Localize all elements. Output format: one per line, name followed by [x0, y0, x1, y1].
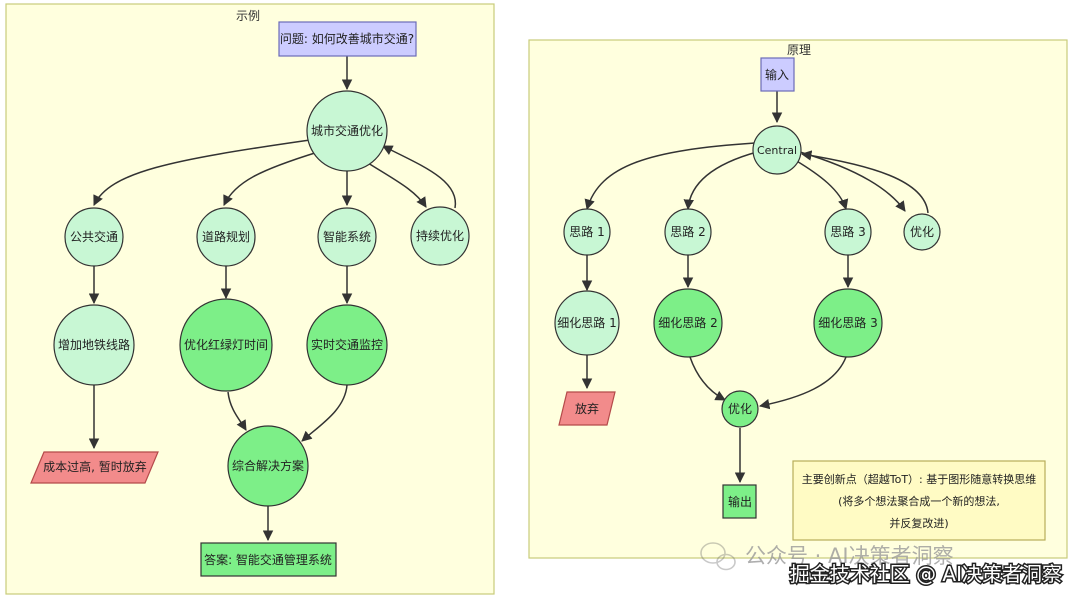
- input-label: 输入: [765, 67, 789, 82]
- node-public-transit: 公共交通: [64, 207, 124, 267]
- left-panel: 示例 问题: 如何改善城市交通? 城市交通优化: [5, 3, 495, 595]
- root-label: 城市交通优化: [311, 123, 383, 138]
- edge-continuous-root: [382, 145, 457, 209]
- node-continuous-opt: 持续优化: [410, 206, 470, 266]
- node-central: Central: [752, 125, 802, 175]
- idea3-label: 思路 3: [830, 224, 865, 239]
- edge-central-optimize: [799, 151, 906, 212]
- edge-refine2-optimize: [689, 356, 726, 401]
- node-road-planning: 道路规划: [196, 207, 256, 267]
- node-refine3: 细化思路 3: [813, 288, 883, 358]
- refine3-label: 细化思路 3: [818, 315, 877, 330]
- central-label: Central: [757, 144, 797, 157]
- idea1-label: 思路 1: [569, 224, 604, 239]
- node-refine2: 细化思路 2: [653, 288, 723, 358]
- subway-label: 增加地铁线路: [58, 337, 130, 352]
- refine2-label: 细化思路 2: [658, 315, 717, 330]
- node-too-costly: 成本过高, 暂时放弃: [30, 451, 159, 484]
- node-discard: 放弃: [558, 391, 616, 426]
- watermark-line-2: 掘金技术社区 @ AI决策者洞察: [790, 562, 1062, 586]
- note-line-3: 并反复改进): [889, 516, 948, 530]
- traffic-light-label: 优化红绿灯时间: [184, 337, 268, 352]
- left-edges: [88, 56, 457, 542]
- combined-label: 综合解决方案: [232, 458, 304, 473]
- node-smart-system: 智能系统: [317, 207, 377, 267]
- node-question: 问题: 如何改善城市交通?: [278, 21, 417, 57]
- note-line-1: 主要创新点（超越ToT）: 基于图形随意转换思维: [802, 472, 1037, 486]
- edge-root-road: [223, 151, 319, 206]
- output-label: 输出: [728, 494, 752, 509]
- node-root: 城市交通优化: [306, 90, 388, 172]
- public-transit-label: 公共交通: [70, 229, 118, 244]
- road-planning-label: 道路规划: [202, 229, 250, 244]
- edge-root-public: [93, 139, 311, 206]
- answer-label: 答案: 智能交通管理系统: [204, 552, 332, 567]
- optimize-mid-label: 优化: [728, 402, 752, 416]
- note-line-2: (将多个想法聚合成一个新的想法,: [838, 494, 1000, 508]
- edge-root-continuous: [367, 162, 427, 208]
- node-idea2: 思路 2: [664, 208, 712, 256]
- node-input: 输入: [760, 57, 795, 92]
- node-answer: 答案: 智能交通管理系统: [200, 542, 337, 577]
- node-refine1: 细化思路 1: [554, 290, 620, 356]
- node-idea1: 思路 1: [563, 208, 611, 256]
- watermark: 公众号 · AI决策者洞察 掘金技术社区 @ AI决策者洞察: [700, 542, 1064, 588]
- question-label: 问题: 如何改善城市交通?: [280, 31, 414, 46]
- node-optimize-top: 优化: [903, 213, 941, 251]
- edge-central-idea2: [683, 151, 758, 211]
- edge-optimize-central: [800, 150, 929, 214]
- node-optimize-mid: 优化: [721, 390, 759, 428]
- wechat-icon: [700, 542, 736, 571]
- continuous-opt-label: 持续优化: [416, 228, 464, 243]
- watermark-line-1: 公众号 · AI决策者洞察: [745, 544, 954, 568]
- left-panel-title: 示例: [236, 9, 260, 23]
- too-costly-label: 成本过高, 暂时放弃: [43, 459, 147, 474]
- edge-central-idea3: [794, 159, 849, 211]
- edge-light-combined: [227, 391, 247, 431]
- innovation-note: 主要创新点（超越ToT）: 基于图形随意转换思维 (将多个想法聚合成一个新的想法…: [792, 460, 1046, 541]
- node-output: 输出: [722, 484, 757, 519]
- right-panel-title: 原理: [787, 43, 811, 57]
- node-subway: 增加地铁线路: [53, 304, 135, 386]
- idea2-label: 思路 2: [670, 224, 705, 239]
- edge-central-idea1: [584, 142, 756, 211]
- realtime-label: 实时交通监控: [311, 337, 383, 352]
- left-panel-frame: [5, 3, 495, 595]
- node-realtime: 实时交通监控: [306, 304, 388, 386]
- optimize-top-label: 优化: [910, 225, 934, 239]
- discard-label: 放弃: [575, 401, 599, 416]
- right-panel: 原理 输入 Central 思路 1: [528, 39, 1068, 559]
- right-edges: [581, 91, 929, 484]
- edge-realtime-combined: [301, 384, 348, 442]
- refine1-label: 细化思路 1: [557, 315, 616, 330]
- node-combined: 综合解决方案: [227, 425, 309, 507]
- edge-refine3-optimize: [758, 356, 847, 410]
- node-idea3: 思路 3: [824, 208, 872, 256]
- node-traffic-light: 优化红绿灯时间: [179, 298, 273, 392]
- smart-system-label: 智能系统: [323, 229, 371, 244]
